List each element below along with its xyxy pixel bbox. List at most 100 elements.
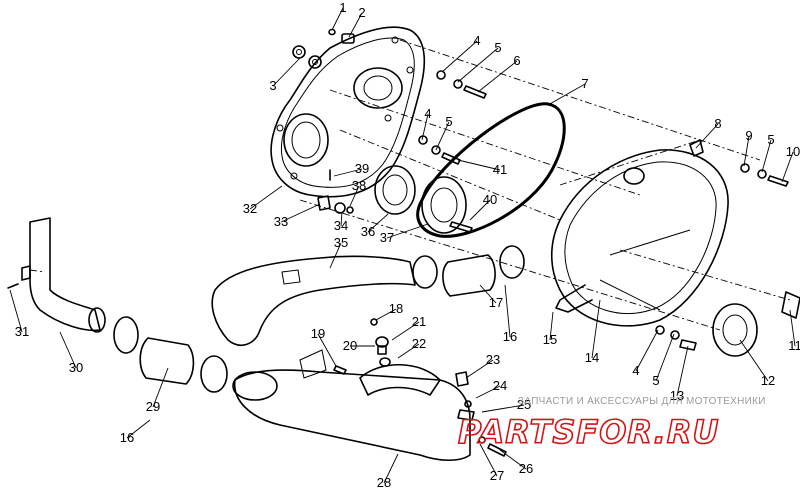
callout-number: 32 <box>243 201 257 216</box>
outer-clutch-cover <box>550 139 729 327</box>
callout-c9: 9 <box>743 128 753 167</box>
callout-number: 9 <box>745 128 752 143</box>
callout-c33: 33 <box>274 203 321 229</box>
callout-leader-line <box>781 151 794 183</box>
callout-c12: 12 <box>739 339 775 388</box>
callout-number: 35 <box>334 235 348 250</box>
callout-leader-line <box>329 242 342 269</box>
callout-c13: 13 <box>670 345 689 403</box>
callout-c19: 19 <box>311 326 337 367</box>
callout-number: 25 <box>517 397 531 412</box>
callout-c31: 31 <box>9 289 29 339</box>
callout-c28: 28 <box>377 453 399 490</box>
callout-c26: 26 <box>499 449 533 476</box>
callout-number: 41 <box>493 162 507 177</box>
callout-leader-line <box>481 404 525 413</box>
callout-number: 13 <box>670 388 684 403</box>
lower-right-hardware <box>655 291 800 357</box>
callout-number: 23 <box>486 352 500 367</box>
callout-c4a: 4 <box>441 33 481 73</box>
callout-leader-line <box>789 309 796 347</box>
callout-c7: 7 <box>547 76 589 106</box>
intake-duct <box>211 255 416 346</box>
callout-leader-line <box>435 121 450 151</box>
callout-leader-line <box>249 185 283 210</box>
callout-c5d: 5 <box>652 333 675 388</box>
callout-c15: 15 <box>543 311 557 347</box>
callout-c40: 40 <box>469 192 497 221</box>
drive-belt <box>416 102 566 238</box>
callout-leader-line <box>477 60 518 93</box>
callout-leader-line <box>349 185 360 207</box>
callout-number: 19 <box>311 326 325 341</box>
callout-leader-line <box>761 139 772 173</box>
callout-leader-line <box>383 453 399 484</box>
callout-number: 4 <box>473 33 480 48</box>
callout-number: 5 <box>652 373 659 388</box>
callout-leader-line <box>126 419 151 439</box>
callout-number: 4 <box>632 363 639 378</box>
callout-number: 16 <box>120 430 134 445</box>
callout-leader-line <box>676 345 689 397</box>
callout-leader-line <box>457 47 499 83</box>
callout-number: 12 <box>761 373 775 388</box>
callout-number: 3 <box>269 78 276 93</box>
callout-number: 26 <box>519 461 533 476</box>
callout-leader-line <box>475 385 501 399</box>
lower-small-hardware <box>333 318 507 457</box>
callout-number: 34 <box>334 218 348 233</box>
callout-number: 5 <box>494 40 501 55</box>
callout-c10: 10 <box>781 144 800 183</box>
callout-c5a: 5 <box>457 40 502 83</box>
callout-leader-line <box>397 343 420 359</box>
callout-c4b: 4 <box>421 106 432 141</box>
callout-leader-line <box>340 211 343 227</box>
callout-number: 6 <box>513 53 520 68</box>
callout-leader-line <box>479 284 497 304</box>
callout-c41: 41 <box>457 159 507 177</box>
callout-number: 27 <box>490 468 504 483</box>
callout-number: 36 <box>361 224 375 239</box>
callout-c3: 3 <box>269 57 301 93</box>
callout-leader-line <box>375 308 397 321</box>
callout-number: 2 <box>358 5 365 20</box>
callout-leader-line <box>743 135 750 167</box>
callout-number: 18 <box>389 301 403 316</box>
callout-leader-line <box>59 331 77 369</box>
callout-c38: 38 <box>349 178 366 207</box>
callout-c25: 25 <box>481 397 531 413</box>
callout-number: 39 <box>355 161 369 176</box>
watermark-caption: ЗАПЧАСТИ И АКСЕССУАРЫ ДЛЯ МОТОТЕХНИКИ <box>518 396 766 407</box>
callout-c32: 32 <box>243 185 283 216</box>
lower-duct <box>232 349 471 462</box>
callout-number: 28 <box>377 475 391 490</box>
callout-c37: 37 <box>380 223 429 245</box>
callout-c34: 34 <box>334 211 348 233</box>
callout-leader-line <box>367 213 389 233</box>
callout-number: 5 <box>767 132 774 147</box>
callout-number: 11 <box>788 338 800 353</box>
callout-c11: 11 <box>788 309 800 353</box>
callout-c5c: 5 <box>761 132 775 173</box>
callout-number: 1 <box>339 0 346 15</box>
callout-c30: 30 <box>59 331 83 375</box>
top-hardware <box>292 28 355 69</box>
callout-c21: 21 <box>391 314 426 341</box>
callout-c27: 27 <box>479 443 504 483</box>
callout-c23: 23 <box>465 352 500 379</box>
callout-number: 30 <box>69 360 83 375</box>
callout-leader-line <box>739 339 769 382</box>
callout-number: 4 <box>424 106 431 121</box>
callout-c5b: 5 <box>435 114 453 151</box>
callout-c4c: 4 <box>632 329 659 378</box>
callout-c16b: 16 <box>120 419 151 445</box>
left-duct <box>7 217 106 333</box>
outer-cover-bolts <box>740 163 789 187</box>
callout-c1: 1 <box>331 0 347 31</box>
callout-leader-line <box>386 223 429 239</box>
callout-leader-line <box>504 284 511 338</box>
callout-c17: 17 <box>479 284 503 310</box>
callout-c36: 36 <box>361 213 389 239</box>
callout-leader-line <box>457 159 501 171</box>
mid-hardware <box>317 169 354 214</box>
